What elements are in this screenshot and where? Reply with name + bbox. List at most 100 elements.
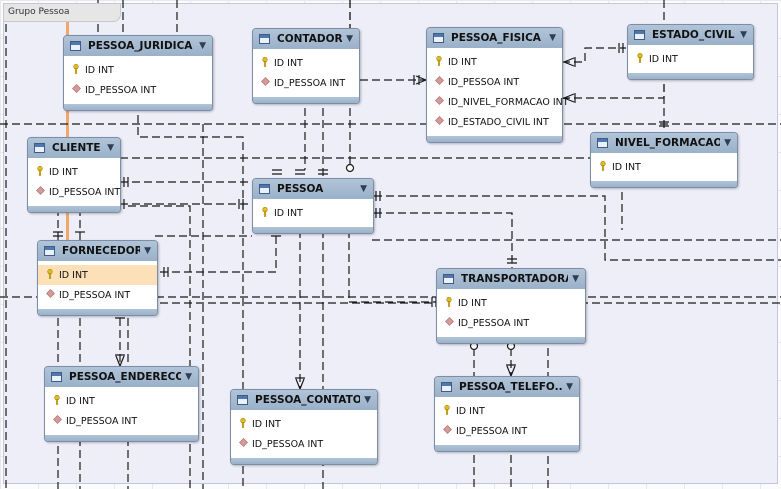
- triangle-down-icon[interactable]: ▼: [185, 372, 192, 382]
- table-pessoa[interactable]: PESSOA▼ ID INT: [252, 178, 374, 234]
- column-name: ID INT: [85, 64, 114, 76]
- table-header[interactable]: PESSOA_FISICA ▼: [427, 28, 562, 48]
- column-row[interactable]: ID INT: [435, 401, 579, 421]
- table-footer: [253, 227, 373, 233]
- column-name: ID_PESSOA INT: [66, 415, 138, 427]
- table-title: TRANSPORTADORA: [461, 273, 569, 285]
- table-icon: [259, 34, 270, 44]
- table-header[interactable]: PESSOA▼: [253, 179, 373, 199]
- column-row[interactable]: ID INT: [253, 53, 359, 73]
- column-row[interactable]: ID_PESSOA INT: [435, 421, 579, 441]
- key-icon: [433, 55, 445, 69]
- column-row[interactable]: ID_PESSOA INT: [253, 73, 359, 93]
- table-title: CONTADOR: [277, 33, 343, 45]
- column-name: ID INT: [649, 53, 678, 65]
- triangle-down-icon[interactable]: ▼: [724, 138, 731, 148]
- triangle-down-icon[interactable]: ▼: [144, 246, 151, 256]
- column-name: ID_PESSOA INT: [59, 289, 131, 301]
- key-icon: [51, 394, 63, 408]
- column-row[interactable]: ID_PESSOA INT: [437, 313, 585, 333]
- column-row[interactable]: ID INT: [628, 49, 753, 69]
- column-row[interactable]: ID INT: [437, 293, 585, 313]
- table-estado-civil[interactable]: ESTADO_CIVIL ▼ ID INT: [627, 24, 754, 80]
- table-header[interactable]: CONTADOR▼: [253, 29, 359, 49]
- diamond-icon: [443, 317, 455, 329]
- column-name: ID INT: [456, 405, 485, 417]
- column-name: ID_NIVEL_FORMACAO INT: [448, 96, 569, 108]
- table-transportadora[interactable]: TRANSPORTADORA▼ ID INT ID_PESSOA INT: [436, 268, 586, 344]
- triangle-down-icon[interactable]: ▼: [549, 33, 556, 43]
- column-name: ID INT: [458, 297, 487, 309]
- column-name: ID_PESSOA INT: [85, 84, 157, 96]
- column-name: ID_PESSOA INT: [448, 76, 520, 88]
- table-columns: ID INT: [253, 199, 373, 227]
- table-nivel-formacao[interactable]: NIVEL_FORMACAO▼ ID INT: [590, 132, 738, 188]
- table-icon: [70, 41, 81, 51]
- diamond-icon: [259, 77, 271, 89]
- column-name: ID INT: [448, 56, 477, 68]
- column-name: ID_PESSOA INT: [458, 317, 530, 329]
- table-footer: [253, 97, 359, 103]
- column-row[interactable]: ID_PESSOA INT: [231, 434, 377, 454]
- column-row[interactable]: ID_PESSOA INT: [45, 411, 198, 431]
- column-name: ID INT: [274, 207, 303, 219]
- triangle-down-icon[interactable]: ▼: [740, 30, 747, 40]
- column-row[interactable]: ID INT: [45, 391, 198, 411]
- table-header[interactable]: PESSOA_JURIDICA▼: [64, 36, 212, 56]
- table-header[interactable]: PESSOA_ENDERECO▼: [45, 367, 198, 387]
- triangle-down-icon[interactable]: ▼: [364, 395, 371, 405]
- column-row[interactable]: ID_PESSOA INT: [427, 72, 562, 92]
- triangle-down-icon[interactable]: ▼: [360, 184, 367, 194]
- table-columns: ID INT ID_PESSOA INT: [45, 387, 198, 435]
- table-cliente[interactable]: CLIENTE▼ ID INT ID_PESSOA INT: [27, 137, 121, 213]
- table-icon: [597, 138, 608, 148]
- table-fornecedor[interactable]: FORNECEDOR▼ ID INT ID_PESSOA INT: [37, 240, 158, 316]
- table-header[interactable]: CLIENTE▼: [28, 138, 120, 158]
- column-row[interactable]: ID INT: [38, 265, 157, 285]
- table-header[interactable]: FORNECEDOR▼: [38, 241, 157, 261]
- key-icon: [441, 404, 453, 418]
- triangle-down-icon[interactable]: ▼: [199, 41, 206, 51]
- diamond-icon: [34, 186, 46, 198]
- column-row[interactable]: ID INT: [253, 203, 373, 223]
- table-header[interactable]: NIVEL_FORMACAO▼: [591, 133, 737, 153]
- table-columns: ID INT ID_PESSOA INT: [38, 261, 157, 309]
- column-row[interactable]: ID_NIVEL_FORMACAO INT: [427, 92, 569, 112]
- triangle-down-icon[interactable]: ▼: [107, 143, 114, 153]
- column-name: ID_PESSOA INT: [49, 186, 121, 198]
- table-pessoa-telefone[interactable]: PESSOA_TELEFO...▼ ID INT ID_PESSOA INT: [434, 376, 580, 452]
- column-row[interactable]: ID_PESSOA INT: [64, 80, 212, 100]
- table-icon: [259, 184, 270, 194]
- table-icon: [433, 33, 444, 43]
- diamond-icon: [44, 289, 56, 301]
- column-name: ID INT: [49, 166, 78, 178]
- column-name: ID INT: [59, 269, 88, 281]
- table-pessoa-endereco[interactable]: PESSOA_ENDERECO▼ ID INT ID_PESSOA INT: [44, 366, 199, 442]
- triangle-down-icon[interactable]: ▼: [346, 34, 353, 44]
- column-row[interactable]: ID INT: [231, 414, 377, 434]
- table-header[interactable]: PESSOA_CONTATO▼: [231, 390, 377, 410]
- table-title: ESTADO_CIVIL: [652, 29, 735, 41]
- column-row[interactable]: ID INT: [64, 60, 212, 80]
- table-columns: ID INT ID_PESSOA INT: [64, 56, 212, 104]
- key-icon: [443, 296, 455, 310]
- column-row[interactable]: ID INT: [591, 157, 737, 177]
- column-row[interactable]: ID INT: [28, 162, 120, 182]
- triangle-down-icon[interactable]: ▼: [566, 382, 573, 392]
- column-row[interactable]: ID INT: [427, 52, 562, 72]
- table-header[interactable]: TRANSPORTADORA▼: [437, 269, 585, 289]
- table-pessoa-juridica[interactable]: PESSOA_JURIDICA▼ ID INT ID_PESSOA INT: [63, 35, 213, 111]
- table-title: PESSOA_FISICA: [451, 32, 541, 44]
- table-header[interactable]: ESTADO_CIVIL ▼: [628, 25, 753, 45]
- column-row[interactable]: ID_PESSOA INT: [28, 182, 120, 202]
- column-row[interactable]: ID_ESTADO_CIVIL INT: [427, 112, 562, 132]
- table-pessoa-fisica[interactable]: PESSOA_FISICA ▼ ID INT ID_PESSOA INT ID_NIVE…: [426, 27, 569, 143]
- triangle-down-icon[interactable]: ▼: [572, 274, 579, 284]
- column-row[interactable]: ID_PESSOA INT: [38, 285, 157, 305]
- key-icon: [237, 417, 249, 431]
- table-header[interactable]: PESSOA_TELEFO...▼: [435, 377, 579, 397]
